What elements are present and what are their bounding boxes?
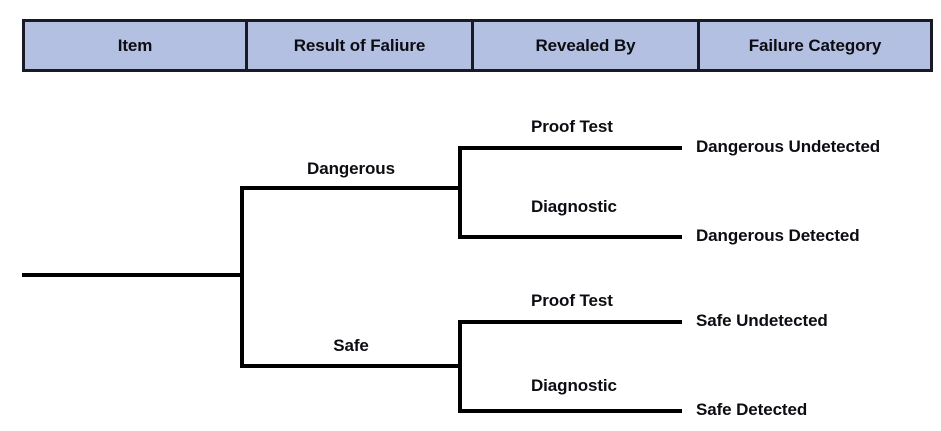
tree-split-vertical-dangerous <box>458 146 462 239</box>
tree-leaf-label-dangerous-detected: Dangerous Detected <box>696 226 860 245</box>
header-cell-item: Item <box>22 19 248 72</box>
tree-leaf-label-dangerous-undetected: Dangerous Undetected <box>696 137 881 156</box>
tree-leaf-line-dangerous-detected <box>458 235 682 239</box>
tree-label-proof-test-safe: Proof Test <box>531 291 613 310</box>
table-header-row: Item Result of Faliure Revealed By Failu… <box>22 19 933 72</box>
tree-label-diagnostic-safe: Diagnostic <box>531 376 617 395</box>
tree-label-diagnostic-dangerous: Diagnostic <box>531 197 617 216</box>
tree-trunk-vertical <box>240 186 244 368</box>
tree-split-vertical-safe <box>458 320 462 413</box>
tree-branch-line-safe <box>240 364 462 368</box>
header-cell-revealed-by: Revealed By <box>471 19 700 72</box>
header-cell-failure-category: Failure Category <box>697 19 933 72</box>
tree-label-safe: Safe <box>333 336 369 355</box>
tree-leaf-line-safe-undetected <box>458 320 682 324</box>
tree-leaf-label-safe-undetected: Safe Undetected <box>696 311 828 330</box>
tree-root-line <box>22 273 244 277</box>
tree-label-dangerous: Dangerous <box>307 159 395 178</box>
tree-leaf-line-dangerous-undetected <box>458 146 682 150</box>
header-cell-result-of-failure: Result of Faliure <box>245 19 474 72</box>
tree-leaf-label-safe-detected: Safe Detected <box>696 400 808 419</box>
tree-label-proof-test-dangerous: Proof Test <box>531 117 613 136</box>
tree-leaf-line-safe-detected <box>458 409 682 413</box>
column-header-table: Item Result of Faliure Revealed By Failu… <box>22 19 933 72</box>
tree-branch-line-dangerous <box>240 186 462 190</box>
